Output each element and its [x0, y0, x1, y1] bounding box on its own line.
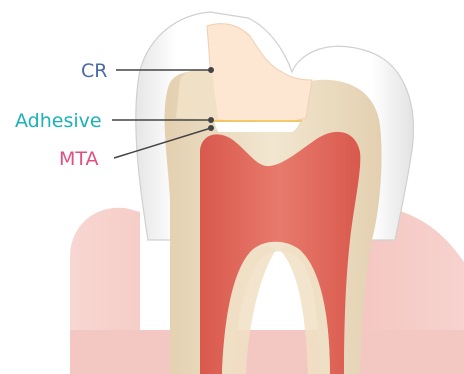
- label-cr: CR: [81, 62, 107, 81]
- cr-anchor-dot: [208, 67, 214, 73]
- mta-anchor-dot: [208, 125, 214, 131]
- label-adhesive: Adhesive: [15, 112, 102, 131]
- label-mta: MTA: [59, 150, 99, 169]
- gum-base: [70, 330, 464, 374]
- adhesive-anchor-dot: [208, 117, 214, 123]
- crown-cusp: [176, 69, 218, 120]
- mta-layer: [214, 122, 300, 132]
